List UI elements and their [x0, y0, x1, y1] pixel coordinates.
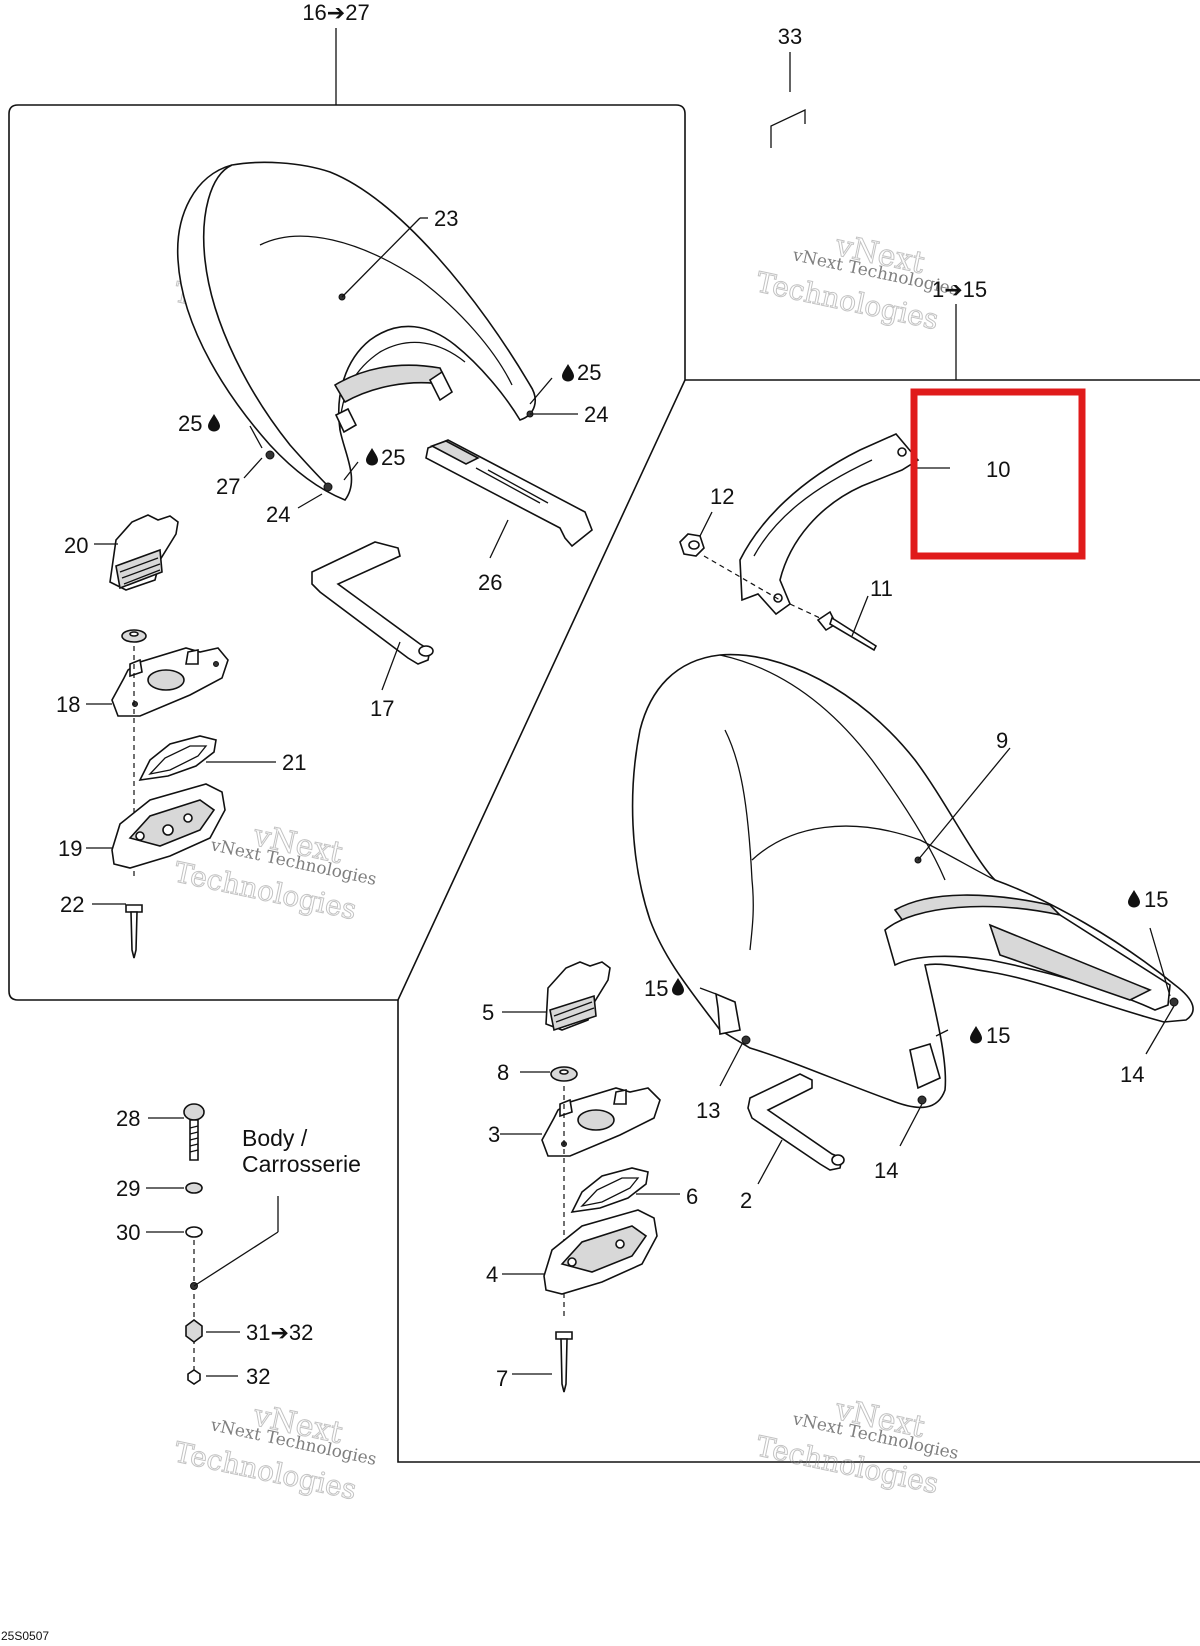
- callout-22: 22: [60, 892, 84, 917]
- bottom-plate-part-19: [111, 783, 226, 869]
- callout-11: 11: [870, 576, 893, 601]
- washer-part-8: [550, 1066, 578, 1082]
- callout-9: 9: [996, 728, 1008, 753]
- callout-13: 13: [696, 1098, 720, 1123]
- sealant-drop-icon: [970, 1026, 982, 1044]
- body-label-line1: Body /: [242, 1125, 308, 1151]
- callout-32: 32: [246, 1364, 270, 1389]
- callout-17: 17: [370, 696, 394, 721]
- callout-14b: 14: [874, 1158, 898, 1183]
- callout-8: 8: [497, 1060, 509, 1085]
- callout-16-27: 16➔27: [302, 0, 369, 25]
- latch-part-20: [109, 514, 179, 591]
- sealant-drop-icon: [366, 448, 378, 466]
- washer-part-29: [185, 1182, 203, 1194]
- screw-part-11: [816, 610, 878, 652]
- base-plate-part-3: [541, 1087, 661, 1157]
- bolt-part-28: [183, 1103, 205, 1161]
- main-seat-part-9: [631, 653, 1194, 1109]
- nut-part-32: [187, 1369, 201, 1385]
- callout-2: 2: [740, 1188, 752, 1213]
- nut-part-31: [185, 1319, 203, 1343]
- callout-27: 27: [216, 474, 240, 499]
- sealant-drop-icon: [562, 364, 574, 382]
- callout-25c: 25: [381, 445, 405, 470]
- callout-30: 30: [116, 1220, 140, 1245]
- gasket-part-6: [570, 1167, 649, 1214]
- hex-key-part-17: [311, 541, 434, 665]
- sealant-drop-icon: [1128, 890, 1140, 908]
- latch-part-5: [545, 961, 611, 1032]
- right-panel-frame: [397, 379, 1200, 1463]
- callout-20: 20: [64, 533, 88, 558]
- callout-29: 29: [116, 1176, 140, 1201]
- callout-24a: 24: [584, 402, 608, 427]
- callout-6: 6: [686, 1184, 698, 1209]
- callout-25a: 25: [577, 360, 601, 385]
- callout-15c: 15: [986, 1023, 1010, 1048]
- callout-26: 26: [478, 570, 502, 595]
- body-label-line2: Carrosserie: [242, 1151, 361, 1177]
- callout-18: 18: [56, 692, 80, 717]
- base-plate-part-18: [111, 629, 229, 717]
- grommet-part-12: [679, 533, 705, 557]
- callout-19: 19: [58, 836, 82, 861]
- callout-4: 4: [486, 1262, 498, 1287]
- hex-key-part-2: [747, 1073, 845, 1171]
- diagram-code: 25S0507: [1, 1629, 49, 1643]
- callout-3: 3: [488, 1122, 500, 1147]
- highlight-box: [910, 388, 1086, 560]
- grab-handle-part-10: [739, 433, 920, 616]
- strap-part-26: [425, 439, 593, 548]
- callout-15b: 15: [644, 976, 668, 1001]
- gasket-part-21: [138, 735, 217, 782]
- left-panel-frame: [8, 104, 686, 1001]
- washer-part-30: [185, 1226, 203, 1238]
- callout-21: 21: [282, 750, 306, 775]
- callout-33: 33: [778, 24, 802, 49]
- callout-15a: 15: [1144, 887, 1168, 912]
- rivet-part-7: [555, 1331, 573, 1393]
- callout-25b: 25: [178, 411, 202, 436]
- part-33: [770, 52, 806, 148]
- callout-10: 10: [986, 457, 1010, 482]
- sealant-drop-icon: [208, 414, 220, 432]
- callout-5: 5: [482, 1000, 494, 1025]
- callout-28: 28: [116, 1106, 140, 1131]
- callout-1-15: 1➔15: [932, 277, 987, 302]
- sealant-drop-icon: [672, 978, 684, 996]
- passenger-seat-part-23: [176, 161, 536, 501]
- callout-7: 7: [496, 1366, 508, 1391]
- bottom-plate-part-4: [543, 1209, 658, 1295]
- rivet-part-22: [125, 904, 143, 959]
- callout-24b: 24: [266, 502, 290, 527]
- callout-23: 23: [434, 206, 458, 231]
- callout-14a: 14: [1120, 1062, 1144, 1087]
- callout-12: 12: [710, 484, 734, 509]
- callout-31-32: 31➔32: [246, 1320, 313, 1345]
